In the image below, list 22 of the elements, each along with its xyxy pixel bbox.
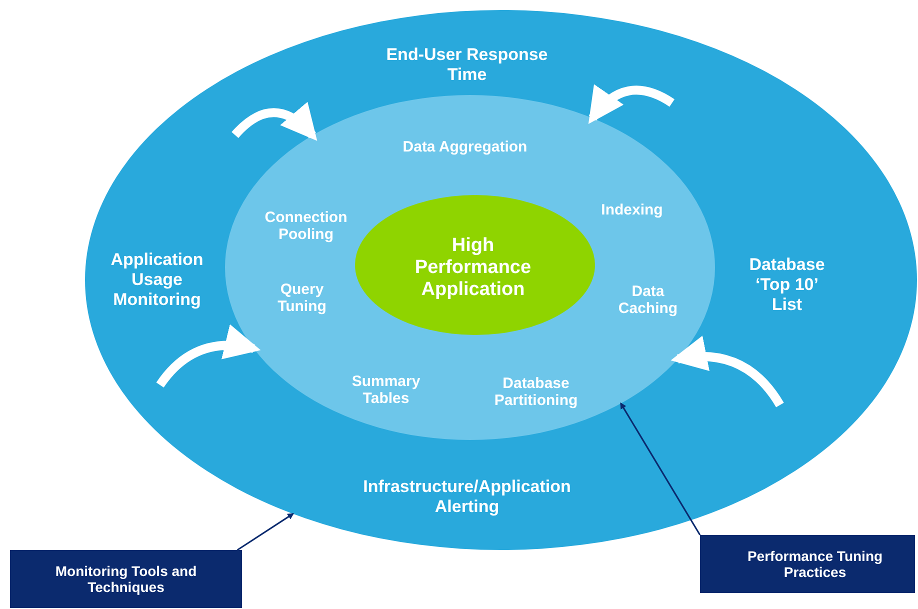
practice-label: Summary Tables bbox=[350, 373, 422, 407]
practice-label: Database Partitioning bbox=[493, 375, 579, 409]
curved-arrow bbox=[670, 336, 784, 408]
practice-label: Database ‘Top 10’ List bbox=[748, 255, 826, 315]
curved-arrow bbox=[588, 84, 674, 124]
practice-label: Data Aggregation bbox=[402, 138, 528, 156]
curved-arrow bbox=[156, 325, 261, 388]
label-box bbox=[700, 535, 915, 593]
practice-label: Infrastructure/Application Alerting bbox=[362, 477, 572, 517]
box-label: Performance Tuning Practices bbox=[746, 548, 884, 580]
practice-label: Data Caching bbox=[617, 283, 679, 317]
box-label: Monitoring Tools and Techniques bbox=[54, 563, 198, 595]
practice-label: End-User Response Time bbox=[385, 45, 549, 85]
curved-arrow bbox=[232, 102, 318, 141]
practice-label: Indexing bbox=[600, 202, 664, 218]
practice-label: Query Tuning bbox=[276, 281, 328, 315]
label-box bbox=[10, 550, 242, 608]
practice-label: Connection Pooling bbox=[264, 209, 348, 243]
arrow bbox=[236, 513, 294, 551]
practice-label: Application Usage Monitoring bbox=[110, 250, 204, 310]
arrow bbox=[620, 402, 701, 536]
center-title: High Performance Application bbox=[414, 235, 532, 301]
